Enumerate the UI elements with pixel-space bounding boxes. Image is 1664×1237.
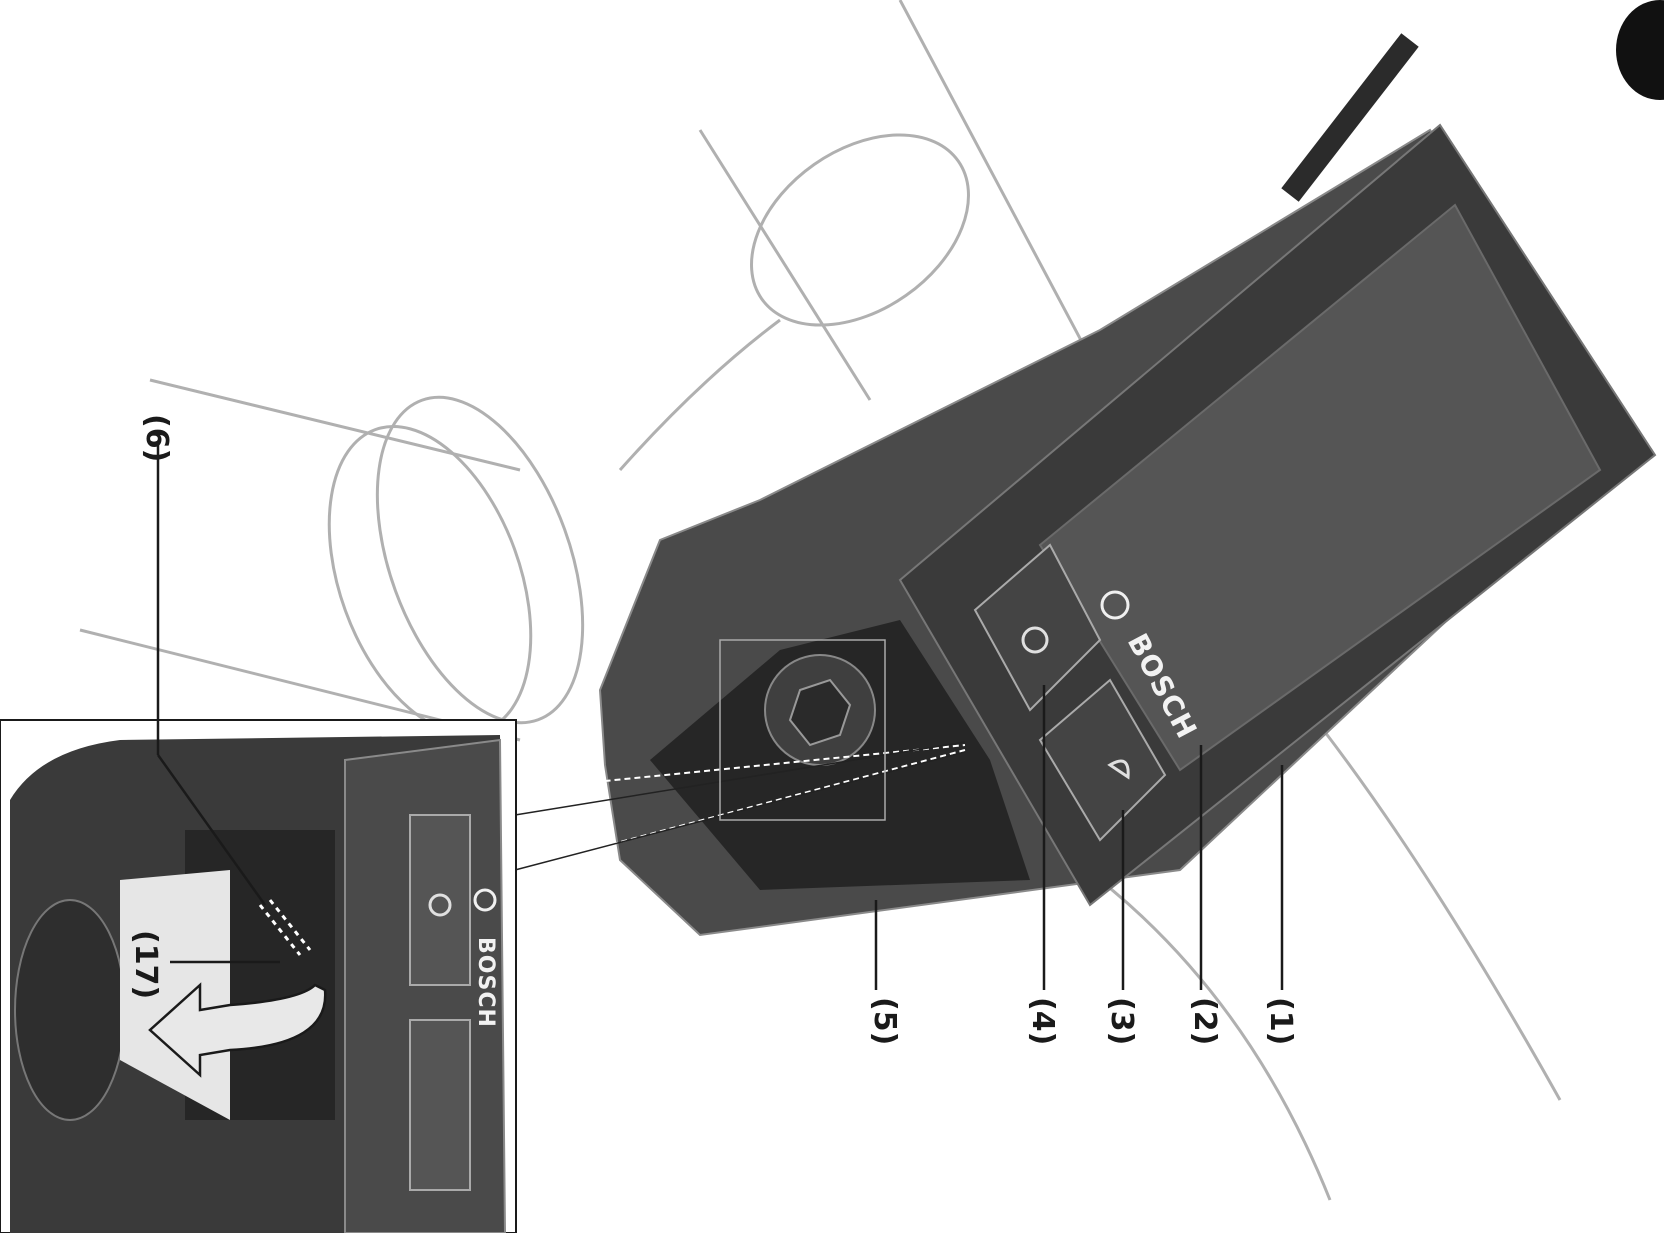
inset-light-area: [120, 870, 230, 1120]
inset-screw-dashes: [258, 899, 312, 956]
light-button[interactable]: [1038, 678, 1167, 842]
zoom-indicator: [514, 744, 966, 871]
inset-bosch-logo-icon: [473, 888, 497, 912]
callout-label-3: (3): [1104, 997, 1139, 1046]
inset-brand-logo-text: BOSCH: [473, 937, 498, 1028]
callout-label-17: (17): [128, 930, 163, 1000]
callout-label-2: (2): [1187, 997, 1222, 1046]
hex-socket: [788, 678, 852, 747]
headlight-icon: [1107, 759, 1130, 780]
inset-power-button[interactable]: [409, 814, 471, 986]
callout-label-6: (6): [139, 414, 174, 463]
display-screen: [1038, 203, 1602, 772]
callout-label-4: (4): [1025, 997, 1060, 1046]
cable: [1281, 33, 1419, 202]
inset-detail: [0, 719, 517, 1234]
callout-leaders: [156, 445, 1284, 990]
zoom-lines: [514, 639, 966, 871]
callout-label-5: (5): [867, 997, 902, 1046]
inset-power-icon: [428, 893, 452, 917]
callout-label-1: (1): [1263, 997, 1298, 1046]
inset-mount-ring: [14, 899, 126, 1121]
bosch-logo-icon: [1100, 590, 1130, 620]
display-unit: [598, 123, 1657, 937]
inset-light-button[interactable]: [409, 1019, 471, 1191]
power-icon: [1021, 626, 1049, 654]
rotation-arrow: [148, 982, 327, 1078]
